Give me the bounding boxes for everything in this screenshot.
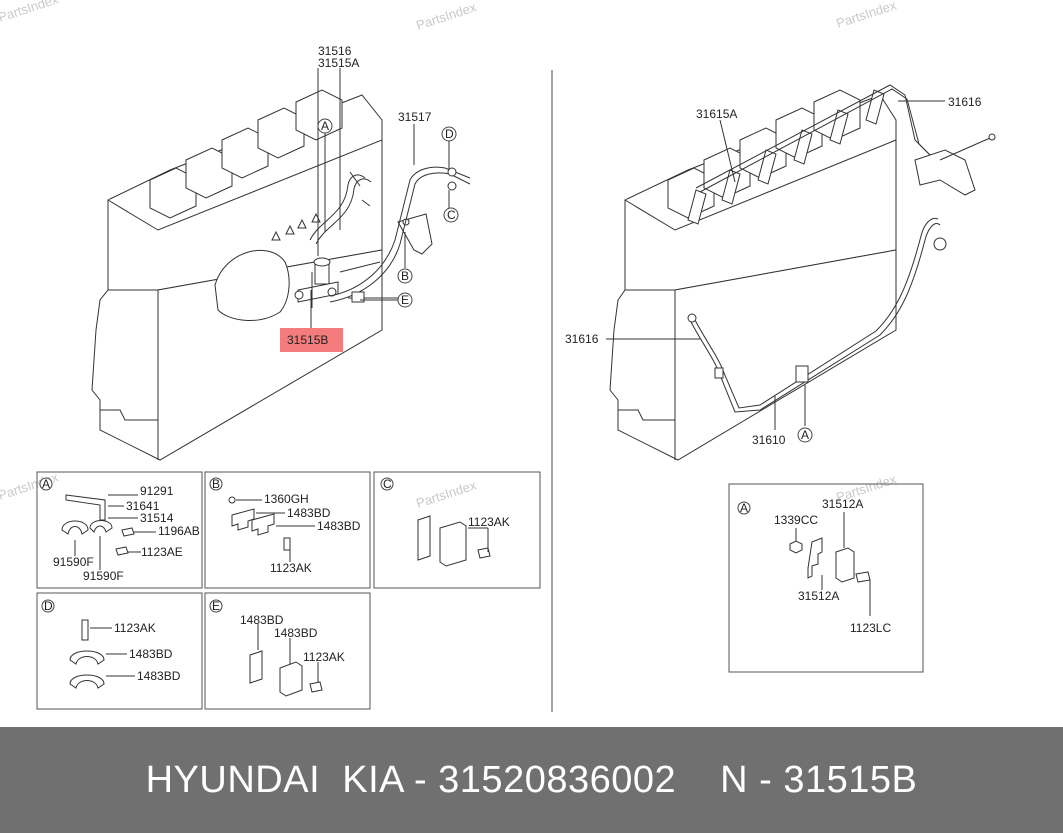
- label-31515b: 31515B: [287, 333, 328, 347]
- highlight-31515b[interactable]: [280, 328, 343, 352]
- part-code: N - 31515B: [720, 759, 918, 801]
- svg-text:A: A: [801, 428, 809, 442]
- part-1360gh: 1360GH: [264, 492, 309, 506]
- svg-text:C: C: [383, 477, 392, 491]
- callout-a[interactable]: A: [317, 118, 333, 134]
- watermark: PartsIndex: [414, 477, 478, 511]
- part-1339cc: 1339CC: [774, 513, 818, 527]
- part-1123ae: 1123AE: [141, 545, 183, 559]
- watermark: PartsIndex: [414, 0, 478, 33]
- part-91590f-2: 91590F: [83, 569, 124, 583]
- part-91291: 91291: [140, 484, 174, 498]
- part-31514: 31514: [140, 511, 174, 525]
- label-31610: 31610: [752, 433, 786, 447]
- left-engine-drawing: [91, 68, 471, 461]
- svg-text:A: A: [321, 119, 329, 133]
- detail-box-d: D 1123AK 1483BD 1483BD: [36, 592, 203, 710]
- part-31641: 31641: [126, 499, 160, 513]
- part-1123ak-d: 1123AK: [114, 621, 156, 635]
- watermark: PartsIndex: [834, 0, 898, 31]
- label-31517: 31517: [398, 110, 432, 124]
- part-1483bd-d2: 1483BD: [137, 669, 181, 683]
- label-31615a: 31615A: [696, 107, 737, 121]
- svg-text:E: E: [401, 293, 409, 307]
- part-1123ak-e: 1123AK: [303, 650, 345, 664]
- svg-text:E: E: [212, 599, 220, 613]
- label-31616-left: 31616: [565, 332, 599, 346]
- part-1483bd-e: 1483BD: [240, 613, 284, 627]
- detail-box-c: C 1123AK: [373, 471, 541, 589]
- svg-text:A: A: [740, 501, 748, 515]
- footer-bar: HYUNDAI KIA - 31520836002 N - 31515B: [0, 727, 1063, 833]
- part-1123lc: 1123LC: [850, 621, 891, 635]
- svg-text:B: B: [401, 269, 409, 283]
- svg-text:A: A: [42, 477, 50, 491]
- part-1483bd-e2: 1483BD: [274, 626, 318, 640]
- part-1483bd-2: 1483BD: [317, 519, 361, 533]
- label-31515a: 31515A: [318, 56, 359, 70]
- part-91590f: 91590F: [53, 555, 94, 569]
- svg-text:C: C: [447, 208, 456, 222]
- label-31616-top: 31616: [948, 95, 982, 109]
- svg-text:D: D: [445, 127, 454, 141]
- label-31516: 31516: [318, 44, 352, 58]
- part-1483bd-d: 1483BD: [129, 647, 173, 661]
- brand-part-number: HYUNDAI KIA - 31520836002: [145, 759, 677, 801]
- detail-box-e: E 1483BD 1483BD 1123AK: [204, 592, 371, 710]
- detail-box-right-a: A 1339CC 31512A 31512A 1123LC: [728, 483, 924, 673]
- right-engine-drawing: [606, 84, 996, 461]
- callout-right-a[interactable]: A: [797, 427, 813, 443]
- part-31512a-2: 31512A: [798, 589, 839, 603]
- svg-text:B: B: [212, 477, 220, 491]
- part-1196ab: 1196AB: [158, 524, 200, 538]
- watermark: PartsIndex: [0, 0, 61, 25]
- part-1123ak-c: 1123AK: [468, 515, 510, 529]
- detail-box-a: A 91291 31641 31514 1196AB 91590F 1123AE…: [36, 471, 203, 589]
- callout-b[interactable]: B: [397, 268, 413, 284]
- part-31512a: 31512A: [822, 497, 863, 511]
- part-1123ak: 1123AK: [270, 561, 312, 575]
- footer-text: HYUNDAI KIA - 31520836002 N - 31515B: [0, 727, 1063, 833]
- callout-d[interactable]: D: [441, 126, 457, 142]
- callout-e[interactable]: E: [397, 292, 413, 308]
- svg-text:D: D: [44, 599, 53, 613]
- part-1483bd: 1483BD: [287, 506, 331, 520]
- detail-box-b: B 1360GH 1483BD 1483BD 1123AK: [204, 471, 371, 589]
- callout-c[interactable]: C: [443, 207, 459, 223]
